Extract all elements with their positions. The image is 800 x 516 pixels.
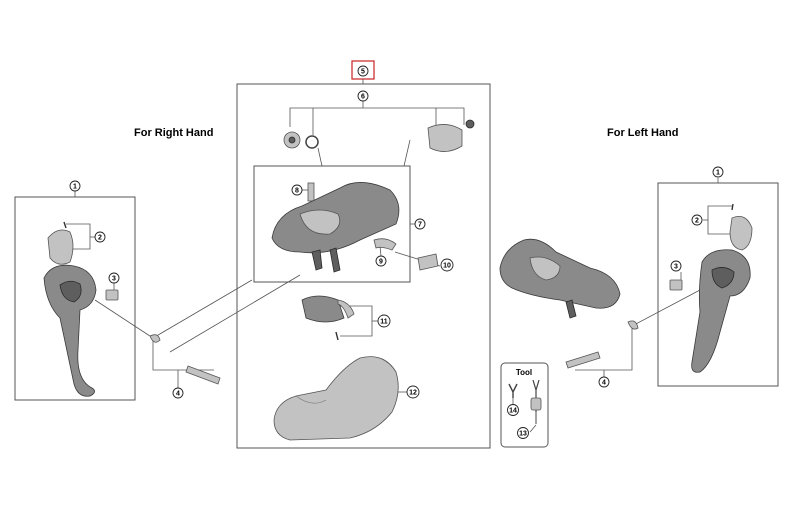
- svg-text:1: 1: [73, 184, 77, 191]
- callout-2-right: 2: [94, 231, 106, 243]
- callout-10: 10: [440, 258, 454, 272]
- svg-text:13: 13: [519, 431, 527, 438]
- svg-text:14: 14: [509, 408, 517, 415]
- callout-8: 8: [291, 184, 303, 196]
- svg-text:12: 12: [409, 390, 417, 397]
- callout-7: 7: [414, 218, 426, 230]
- callout-3-right: 3: [108, 272, 120, 284]
- center-parts: [271, 119, 475, 441]
- svg-text:9: 9: [379, 259, 383, 266]
- callouts: 5 6 7 8 9 10 11 12: [69, 65, 724, 439]
- callout-2-left: 2: [691, 214, 703, 226]
- left-hand-parts: [499, 203, 753, 373]
- callout-12: 12: [406, 385, 420, 399]
- tool-parts: Tool: [508, 368, 542, 424]
- callout-13: 13: [517, 427, 529, 439]
- callout-1-left: 1: [712, 166, 724, 178]
- callout-9: 9: [375, 255, 387, 267]
- svg-text:7: 7: [418, 222, 422, 229]
- right-hand-title: For Right Hand: [134, 127, 214, 139]
- svg-text:5: 5: [361, 69, 365, 76]
- svg-text:4: 4: [602, 380, 606, 387]
- leader-lines: [66, 79, 733, 433]
- tool-frame: [500, 362, 549, 448]
- svg-text:10: 10: [443, 263, 451, 270]
- svg-text:3: 3: [112, 276, 116, 283]
- callout-6: 6: [357, 90, 369, 102]
- callout-5: 5: [357, 65, 369, 77]
- left-hand-title: For Left Hand: [607, 127, 679, 139]
- callout-14: 14: [507, 404, 519, 416]
- callout-1-right: 1: [69, 180, 81, 192]
- callout-4-left: 4: [598, 376, 610, 388]
- center-frame: [236, 83, 491, 449]
- callout-11: 11: [377, 314, 391, 328]
- svg-text:3: 3: [674, 264, 678, 271]
- svg-text:2: 2: [695, 218, 699, 225]
- callout-3-left: 3: [670, 260, 682, 272]
- svg-text:4: 4: [176, 391, 180, 398]
- right-hand-parts: [43, 221, 221, 397]
- svg-text:11: 11: [380, 319, 388, 326]
- callout-4-right: 4: [172, 387, 184, 399]
- tool-label: Tool: [516, 368, 532, 377]
- svg-text:8: 8: [295, 188, 299, 195]
- svg-text:1: 1: [716, 170, 720, 177]
- svg-text:6: 6: [361, 94, 365, 101]
- svg-text:2: 2: [98, 235, 102, 242]
